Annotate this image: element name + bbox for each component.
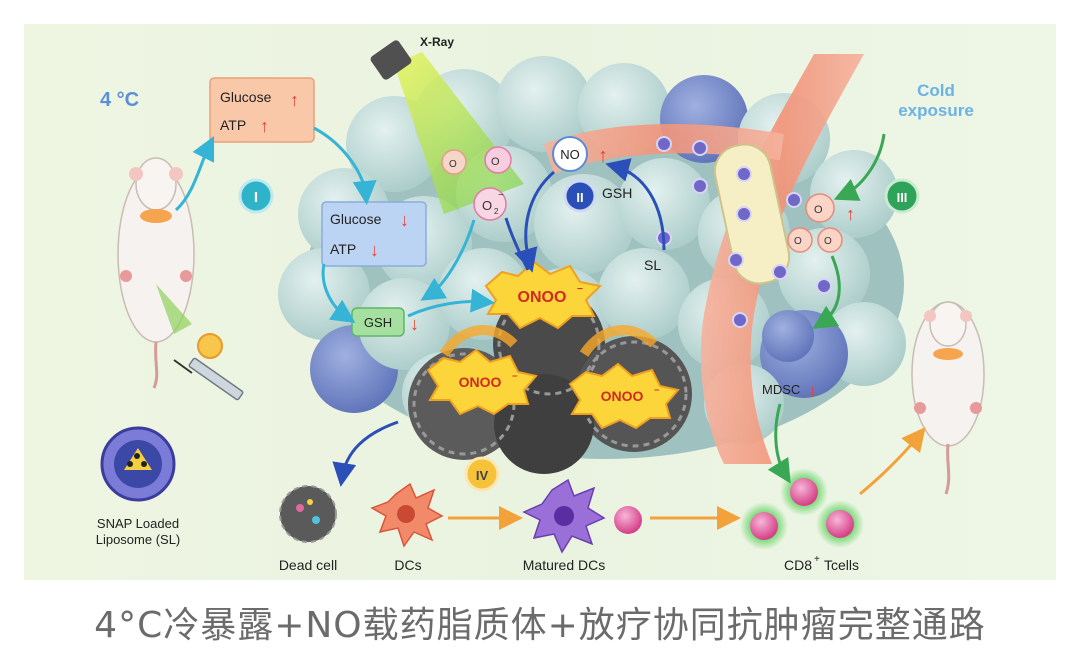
- matured-dc-icon: [522, 478, 642, 554]
- svg-text:I: I: [254, 189, 258, 206]
- oxygen-up-arrow-icon: ↑: [846, 204, 855, 224]
- mouse-left: [117, 157, 223, 389]
- svg-text:O: O: [449, 159, 457, 170]
- arrow-o2-to-onoo: [504, 217, 530, 271]
- liposome-label-line1: SNAP Loaded: [97, 516, 179, 531]
- metabolism-up-box: Glucose ATP ↑ ↑: [209, 77, 315, 143]
- arrow-cold-to-o2: [833, 133, 886, 201]
- gsh-left-label: GSH: [364, 315, 392, 330]
- gsh-box: GSH ↓: [351, 307, 419, 337]
- no-label: NO: [560, 147, 580, 162]
- xray-source: X-Ray: [370, 35, 524, 214]
- stage-4-badge: IV: [464, 456, 500, 492]
- mdsc-label: MDSC: [762, 382, 800, 397]
- arrow-tcells-to-mouse: [859, 426, 926, 496]
- dcs-label: DCs: [394, 557, 421, 573]
- glucose-up-label: Glucose: [220, 89, 272, 105]
- liposome-icon: [100, 426, 176, 502]
- arrow-o2-to-gsh: [420, 219, 476, 301]
- svg-text:O: O: [482, 198, 492, 213]
- svg-text:O: O: [794, 236, 802, 247]
- metabolism-down-box: Glucose ATP ↓ ↓: [321, 201, 427, 267]
- sl-label: SL: [644, 257, 661, 273]
- svg-text:−: −: [654, 385, 659, 395]
- arrow-mouse-to-metabolism: [174, 135, 215, 212]
- onoo-top-label: ONOO: [518, 289, 567, 306]
- stage-1-badge: I: [238, 178, 274, 214]
- svg-text:2: 2: [494, 207, 499, 216]
- onoo-right-label: ONOO: [601, 388, 644, 404]
- gsh-mid-label: GSH: [602, 185, 632, 201]
- xray-emitter-icon: [370, 40, 412, 80]
- superoxide-a: O: [441, 149, 467, 175]
- xray-beam: [394, 52, 524, 214]
- no-up-arrow-icon: ↑: [598, 145, 608, 167]
- cd8-superscript: +: [814, 554, 820, 565]
- glucose-down-arrow-icon: ↓: [400, 210, 409, 230]
- superoxide-c: O 2 −: [473, 187, 507, 221]
- cold-exposure-line1: Cold: [917, 81, 955, 100]
- atp-up-label: ATP: [220, 117, 246, 133]
- svg-text:O: O: [824, 236, 832, 247]
- diagram-canvas: ONOO − ONOO − ONOO − X-Ray O O O 2 − NO …: [24, 24, 1056, 580]
- cd8-tcells-icon: [740, 468, 864, 550]
- tcells-label: Tcells: [824, 557, 859, 573]
- atp-up-arrow-icon: ↑: [260, 116, 269, 136]
- gsh-down-arrow-icon: ↓: [410, 314, 419, 334]
- cold-exposure-line2: exposure: [898, 101, 974, 120]
- svg-text:−: −: [577, 284, 583, 295]
- atp-down-arrow-icon: ↓: [370, 240, 379, 260]
- arrow-o2-to-mdsc: [812, 255, 841, 329]
- svg-text:−: −: [512, 371, 517, 381]
- local-irradiation-beam: [156, 284, 192, 334]
- arrow-to-gsh: [321, 263, 356, 323]
- superoxide-b: O: [484, 146, 512, 174]
- arrow-sl-to-no: [605, 158, 666, 251]
- glucose-up-arrow-icon: ↑: [290, 90, 299, 110]
- dead-cell-icon: [279, 485, 337, 543]
- svg-text:O: O: [491, 156, 500, 168]
- dc-icon: [370, 482, 444, 548]
- mouse-right: [911, 301, 985, 495]
- svg-text:II: II: [576, 190, 583, 205]
- glucose-down-label: Glucose: [330, 211, 382, 227]
- flow-arrows: [174, 126, 926, 530]
- svg-text:−: −: [498, 190, 504, 201]
- oxygen-bubbles: O O O ↑: [787, 193, 855, 253]
- stage-2-badge: II: [563, 179, 597, 213]
- figure-caption: 4°C冷暴露+NO载药脂质体+放疗协同抗肿瘤完整通路: [94, 605, 986, 646]
- arrow-mdsc-to-tcells: [767, 403, 791, 484]
- svg-text:IV: IV: [476, 468, 489, 483]
- arrow-up-to-down: [313, 126, 377, 205]
- onoo-left-label: ONOO: [459, 374, 502, 390]
- arrow-no-to-onoo: [514, 170, 555, 273]
- mdsc-down-arrow-icon: ↓: [808, 380, 817, 400]
- arrow-gsh-to-onoo: [407, 288, 495, 318]
- dead-cell-label: Dead cell: [279, 557, 337, 573]
- mdsc-group: MDSC ↓: [762, 310, 817, 400]
- xray-label: X-Ray: [420, 35, 454, 49]
- temperature-label: 4 °C: [100, 89, 139, 111]
- sl-particles: [656, 136, 832, 328]
- arrow-dead-cells-down: [332, 420, 399, 487]
- matured-dcs-label: Matured DCs: [523, 557, 605, 573]
- svg-text:O: O: [814, 204, 823, 216]
- syringe-icon: [173, 357, 244, 401]
- tumor-spot: [197, 333, 223, 359]
- svg-text:III: III: [897, 190, 908, 205]
- no-molecule: NO ↑: [552, 136, 608, 172]
- atp-down-label: ATP: [330, 241, 356, 257]
- mechanism-diagram: ONOO − ONOO − ONOO − X-Ray O O O 2 − NO …: [24, 24, 1056, 580]
- onoo-burst-right: ONOO −: [568, 362, 680, 430]
- stage-3-badge: III: [884, 178, 920, 214]
- cd8-label: CD8: [784, 557, 812, 573]
- liposome-label-line2: Liposome (SL): [96, 532, 181, 547]
- onoo-burst-left: ONOO −: [426, 348, 538, 416]
